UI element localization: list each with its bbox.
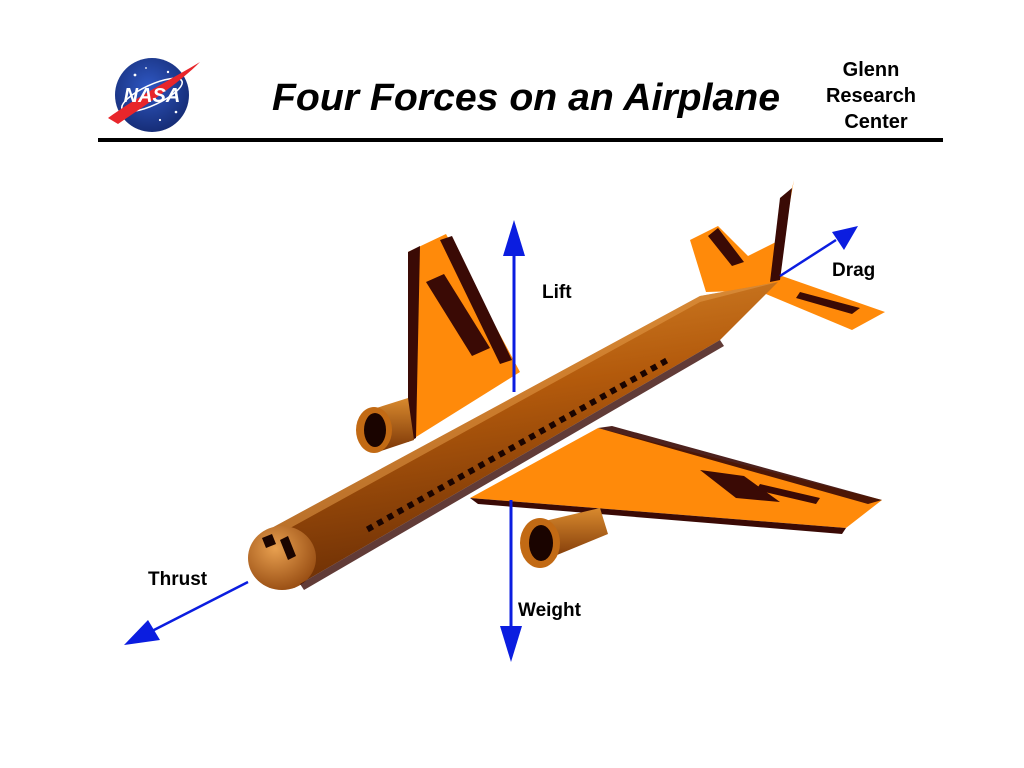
header-rule — [98, 138, 943, 142]
passenger-window — [487, 455, 496, 464]
left-wing — [408, 234, 520, 442]
vertical-stabilizer — [690, 180, 794, 292]
passenger-window — [599, 392, 608, 401]
horizontal-stabilizer — [742, 276, 885, 330]
drag-arrow — [779, 226, 858, 278]
center-name-line-2: Research — [826, 85, 916, 107]
airplane — [248, 180, 885, 590]
passenger-window — [649, 363, 658, 372]
passenger-window — [497, 449, 506, 458]
cockpit-windows — [262, 534, 296, 560]
weight-label: Weight — [518, 600, 582, 621]
nasa-logo-vector — [108, 62, 200, 124]
lift-label: Lift — [542, 282, 572, 303]
passenger-window — [457, 472, 466, 481]
drag-label: Drag — [832, 260, 875, 281]
passenger-window — [477, 460, 486, 470]
thrust-label: Thrust — [148, 569, 208, 590]
passenger-window — [578, 403, 587, 412]
passenger-window — [659, 357, 669, 367]
passenger-window — [588, 398, 598, 407]
force-arrows — [124, 220, 858, 662]
page-title: Four Forces on an Airplane — [272, 77, 780, 119]
passenger-window — [518, 438, 527, 447]
left-engine — [356, 398, 414, 453]
nasa-logo-wordmark: NASA — [124, 85, 181, 107]
passenger-window — [386, 512, 395, 521]
passenger-window — [558, 415, 567, 424]
passenger-window — [426, 489, 435, 498]
passenger-window — [538, 426, 547, 435]
passenger-window — [609, 386, 618, 395]
passenger-window — [639, 369, 648, 378]
right-engine — [520, 508, 608, 568]
passenger-window — [507, 443, 516, 452]
passenger-window — [548, 420, 557, 430]
passenger-window — [406, 501, 415, 510]
passenger-window — [528, 432, 537, 441]
passenger-window — [629, 375, 638, 384]
passenger-window — [365, 523, 375, 533]
passenger-window — [619, 380, 628, 389]
right-wing — [470, 426, 882, 534]
nasa-logo: NASA — [108, 58, 200, 132]
weight-arrow — [500, 500, 522, 662]
passenger-window — [568, 409, 577, 418]
nasa-logo-stars — [127, 67, 178, 122]
passenger-window — [396, 506, 405, 515]
thrust-arrow — [124, 580, 249, 645]
passenger-window — [416, 495, 425, 504]
passenger-window — [436, 483, 446, 492]
passenger-window — [447, 478, 456, 487]
center-name: Glenn Research Center — [826, 59, 916, 133]
passenger-window — [376, 518, 385, 527]
center-name-line-3: Center — [844, 111, 908, 133]
passenger-window — [467, 466, 476, 475]
center-name-line-1: Glenn — [843, 59, 900, 81]
passenger-windows — [365, 357, 669, 533]
lift-arrow — [503, 220, 525, 392]
nose-cone — [248, 526, 316, 590]
